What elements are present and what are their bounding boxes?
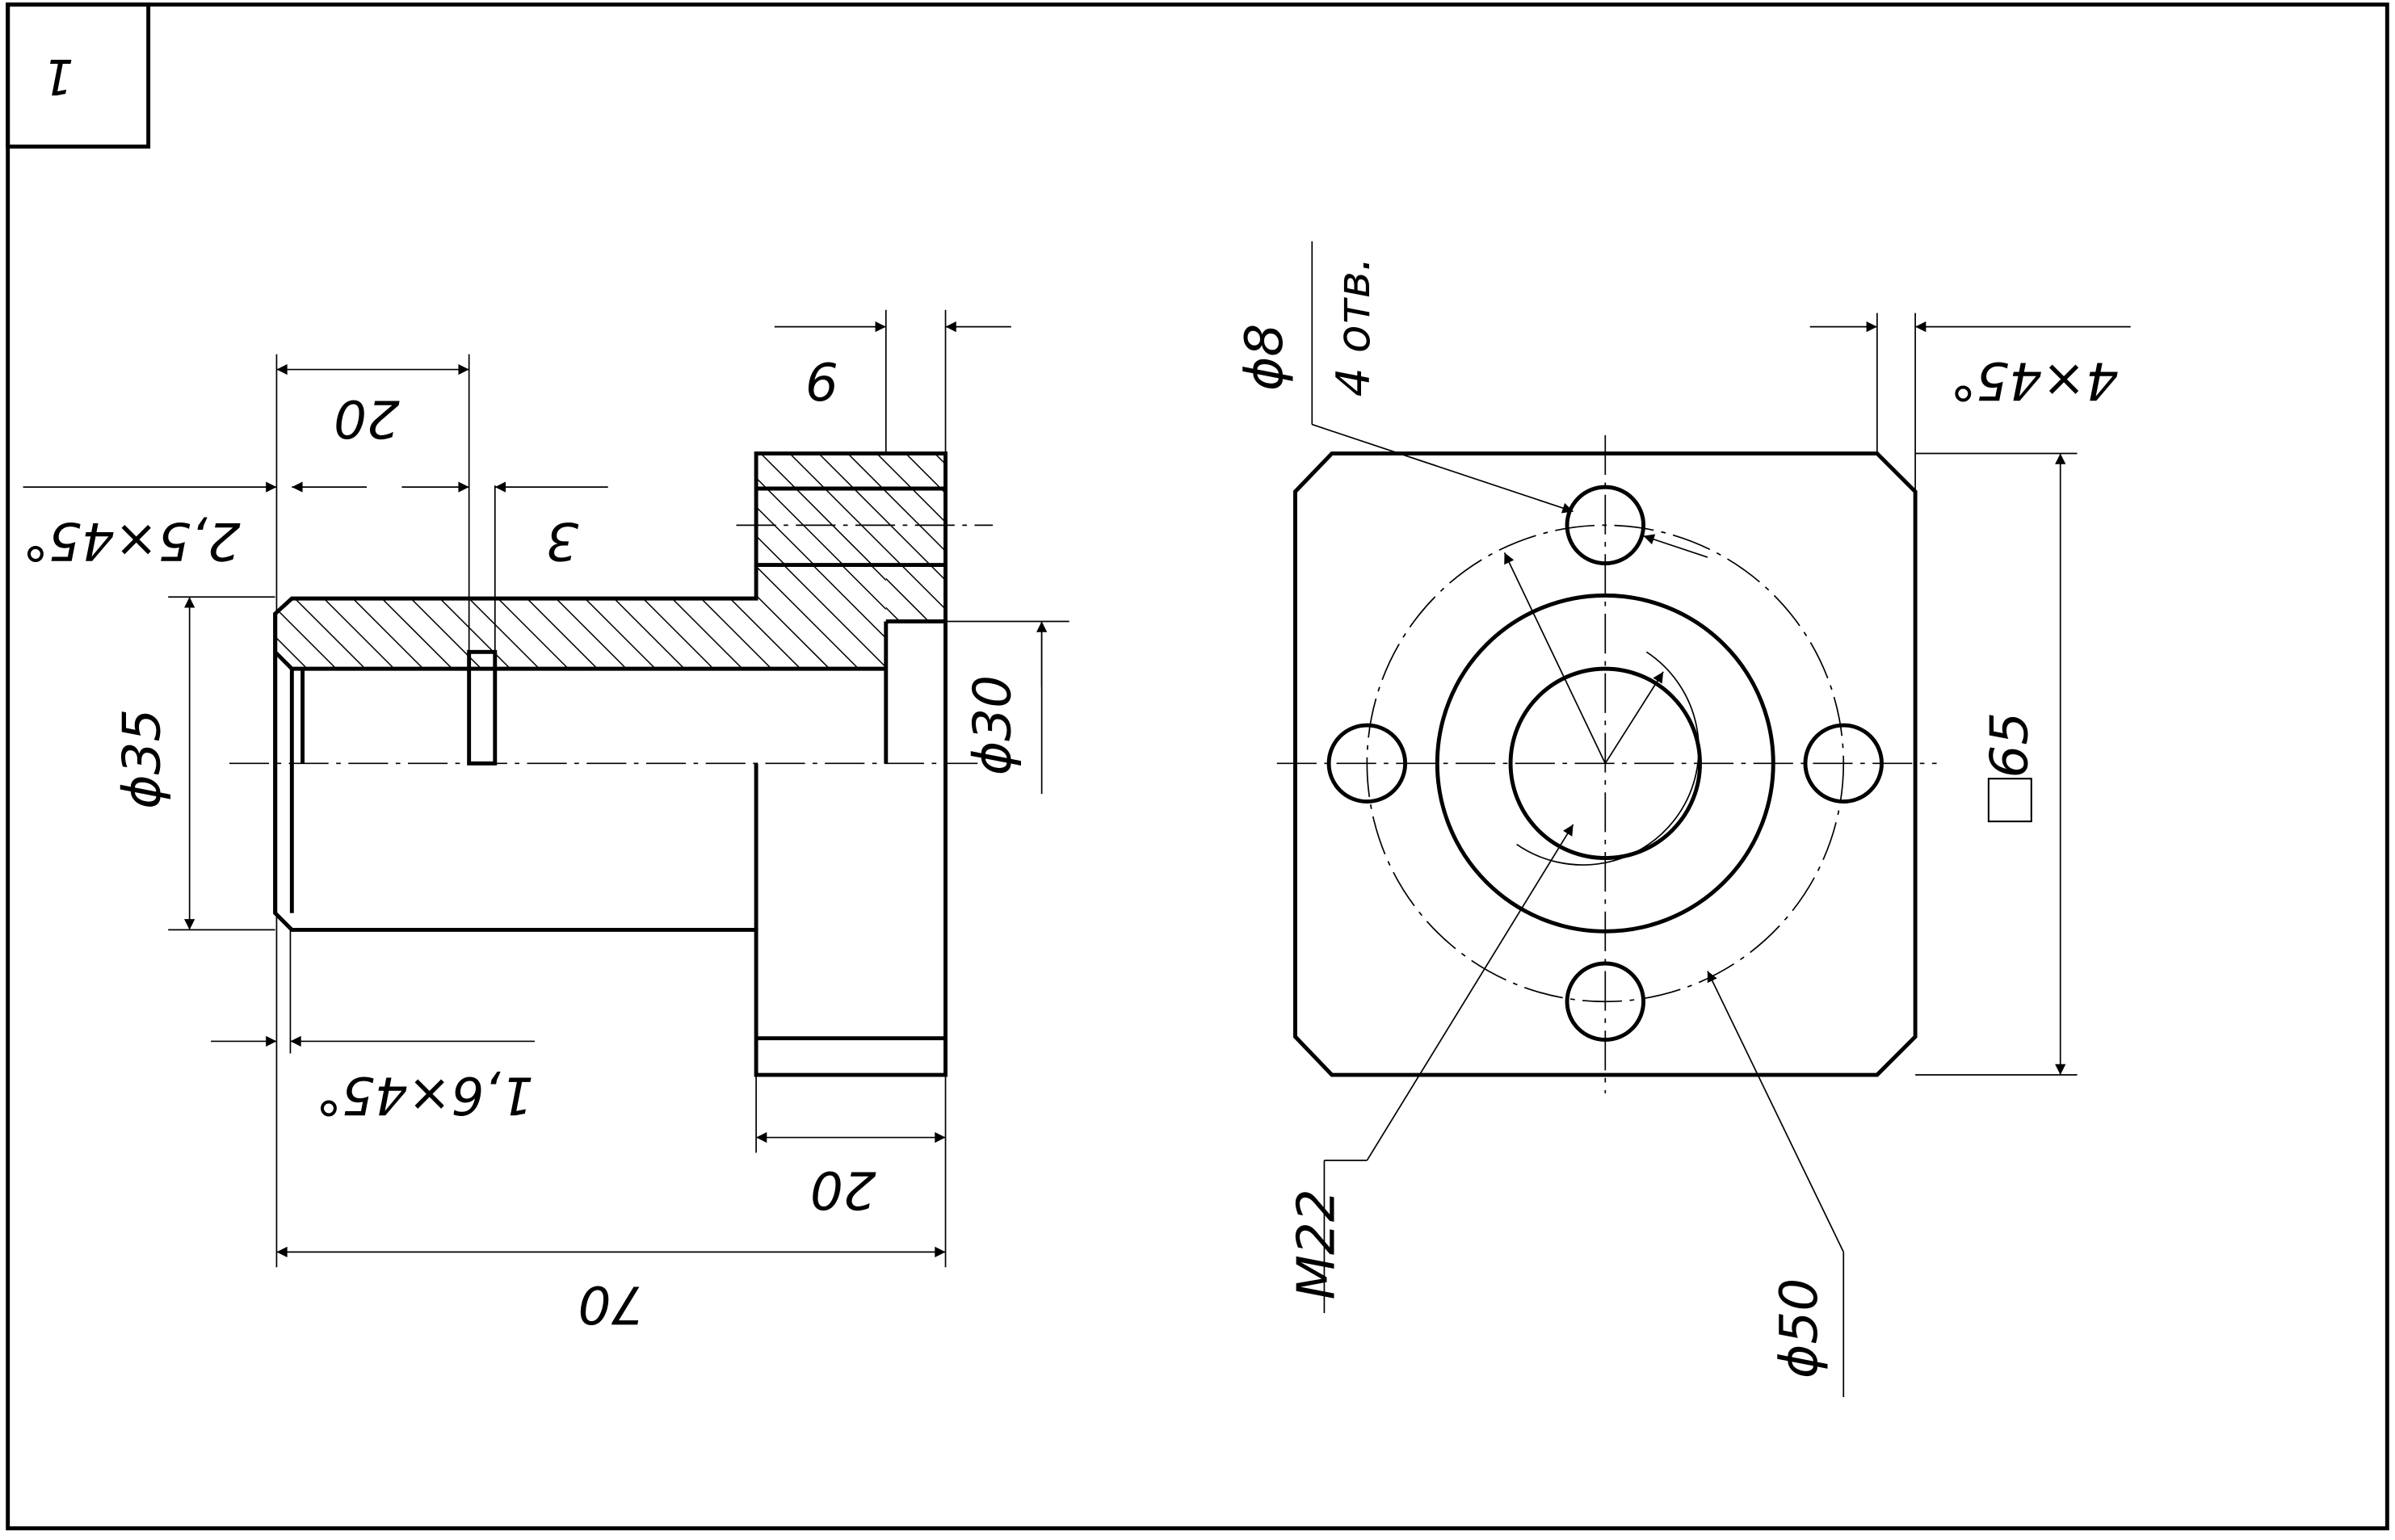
hatch-line [805, 564, 886, 669]
hatch-line [953, 443, 1140, 629]
hatch-line [756, 453, 792, 622]
hatch-line [1037, 557, 1159, 679]
dim-d35: ϕ35 [111, 709, 172, 809]
hatch-line [1040, 443, 1227, 629]
hatch-line [485, 564, 609, 669]
hatch-line [630, 564, 754, 669]
hatch-line [717, 564, 841, 669]
dim-chamfer-4: 4×45° [1950, 350, 2119, 410]
hatch-line [756, 453, 821, 622]
dim-20-top: 20 [334, 388, 400, 449]
hatch-line [756, 453, 879, 622]
dim-chamfer-1-6: 1,6×45° [316, 1064, 534, 1125]
hatch-line [921, 557, 1043, 679]
sheet-border [6, 2, 2389, 1531]
dim-m22: M22 [1286, 1189, 1347, 1299]
hatch-line [514, 564, 638, 669]
dim-d8: ϕ8 [1234, 324, 1295, 391]
dim-9: 9 [805, 350, 838, 410]
hatch-line [923, 453, 946, 622]
hatch-line [275, 564, 290, 669]
part-outline [273, 451, 947, 1077]
sheet-number: 1 [43, 48, 74, 104]
hatch-line [543, 564, 667, 669]
hatch-line [807, 453, 946, 622]
hatch-line [369, 564, 493, 669]
hatch-line [862, 564, 886, 669]
hatch-line [688, 564, 812, 669]
sheet-number-box [6, 2, 151, 149]
dim-holes: 4 отв. [1327, 257, 1380, 397]
hatch-line [572, 564, 696, 669]
hatch-line [778, 453, 946, 622]
hatch-line [756, 453, 908, 622]
dim-20-bottom: 20 [810, 1159, 876, 1219]
front-view: 20 9 2,5×45° 3 ϕ35 ϕ30 1,6×45° 20 70 [23, 309, 1314, 1334]
hatch-line [979, 557, 1101, 679]
hole-top [1565, 485, 1646, 566]
hatch-line [833, 564, 886, 669]
bolt-circle [1366, 524, 1845, 1003]
hatch-line [275, 564, 376, 669]
hatch-line [1008, 557, 1130, 679]
hatch-line [892, 557, 1014, 679]
hatch-line [1011, 443, 1198, 629]
hatch-line [746, 564, 870, 669]
thread-arc [1516, 651, 1700, 866]
hatch-line [1069, 443, 1256, 629]
side-view: 4×45° 65 ϕ8 4 отв. M22 ϕ50 [1234, 241, 2131, 1397]
hatch-line [982, 443, 1169, 629]
hatch-line [282, 564, 405, 669]
boss-outer [1435, 593, 1775, 934]
hatch-line [427, 564, 551, 669]
hatch-line [275, 564, 347, 669]
hole-right [1803, 723, 1884, 804]
hole-left [1326, 723, 1408, 804]
hatch-line [311, 564, 435, 669]
hatch-line [659, 564, 783, 669]
hatch-line [456, 564, 580, 669]
dim-chamfer-2-5: 2,5×45° [23, 510, 241, 571]
hatch-line [601, 564, 725, 669]
hatch-line [398, 564, 522, 669]
section-hatch-shaft [137, 557, 1159, 679]
square-flange [1293, 451, 1918, 1077]
hatch-line [340, 564, 464, 669]
square-symbol [1987, 778, 2032, 823]
bore [1508, 666, 1702, 861]
hole-bottom [1565, 961, 1646, 1042]
hatch-line [756, 453, 763, 622]
hatch-line [894, 453, 946, 622]
dim-70: 70 [578, 1274, 645, 1334]
dim-sq65: 65 [1980, 712, 2040, 778]
dim-d50: ϕ50 [1769, 1278, 1830, 1378]
dim-3: 3 [546, 510, 579, 571]
hatch-line [950, 557, 1072, 679]
hatch-line [1099, 443, 1285, 629]
hatch-line [865, 453, 946, 622]
hatch-line [275, 564, 319, 669]
hatch-line [775, 564, 886, 669]
hatch-line [1128, 443, 1314, 629]
section-hatch-flange [756, 443, 1314, 629]
hatch-line [137, 557, 259, 679]
dim-d30: ϕ30 [962, 675, 1023, 775]
hatch-line [756, 453, 937, 622]
hatch-line [836, 453, 946, 622]
